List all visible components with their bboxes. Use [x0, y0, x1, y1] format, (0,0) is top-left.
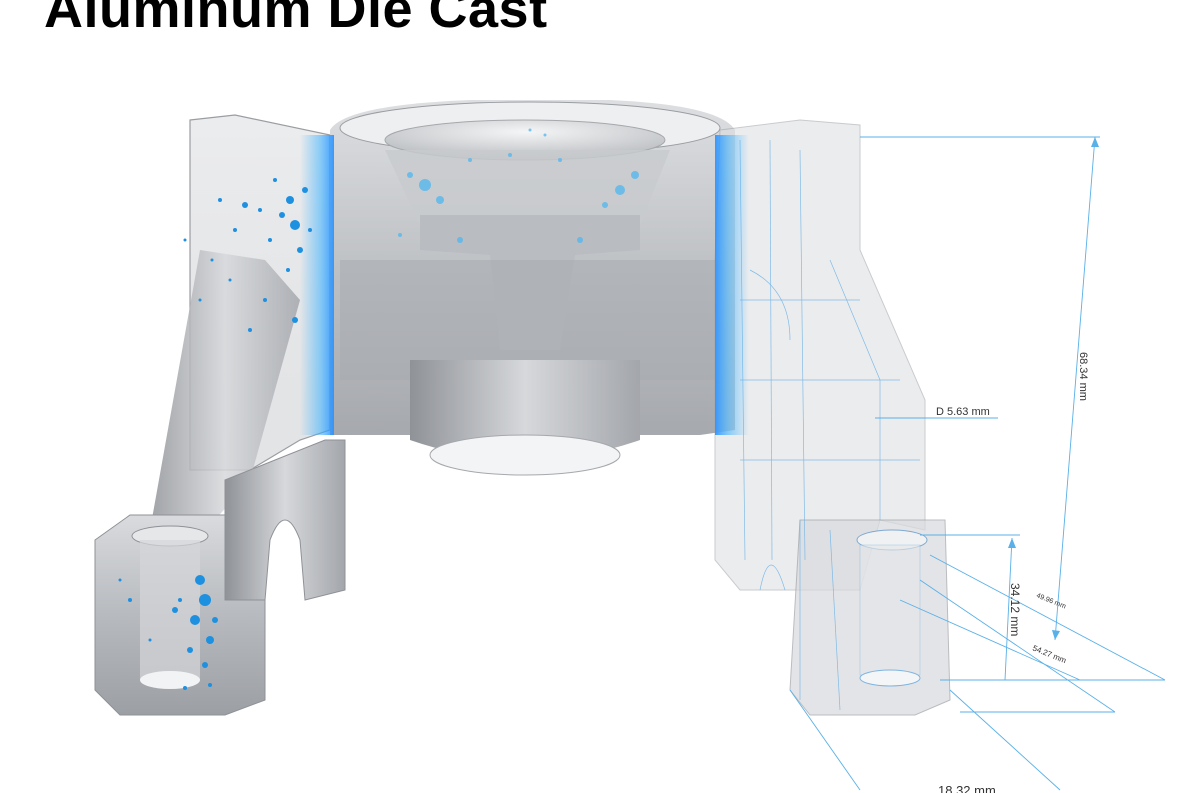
small-dim-b-label: 54.27 mm: [1031, 644, 1068, 666]
small-dim-a-label: 49.96 mm: [1035, 592, 1067, 610]
hole-diameter-label: D 5.63 mm: [936, 406, 990, 418]
flange-height-label: 34.12 mm: [1008, 583, 1022, 636]
porosity-defects: [118, 178, 312, 690]
overall-height-label: 68.34 mm: [1077, 352, 1089, 401]
right-section-glow: [715, 135, 749, 435]
left-housing: [94, 114, 346, 716]
porosity-light: [398, 128, 639, 243]
dimension-lines: [789, 136, 1166, 791]
right-housing: [714, 119, 951, 716]
dimension-arrows: [1008, 137, 1099, 640]
center-cup: [330, 100, 735, 476]
bottom-width-label: 18.32 mm: [938, 783, 996, 793]
left-section-glow: [300, 135, 334, 435]
page-title: Aluminum Die Cast: [44, 0, 548, 39]
